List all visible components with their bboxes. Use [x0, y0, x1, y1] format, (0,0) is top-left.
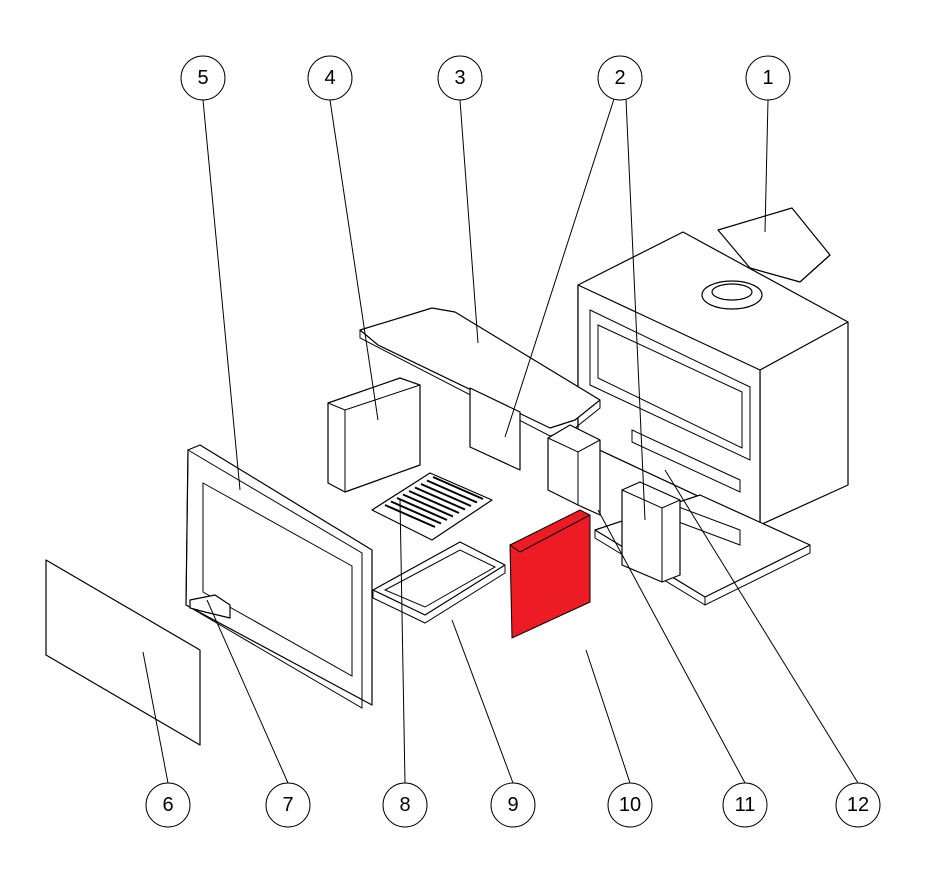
balloon-label: 3 — [454, 67, 465, 89]
grate-bar — [390, 500, 442, 525]
balloon-9: 9 — [490, 782, 536, 828]
balloon-7: 7 — [265, 782, 311, 828]
grate-bar — [396, 497, 448, 521]
balloon-11: 11 — [722, 782, 768, 828]
balloon-label: 2 — [614, 67, 625, 89]
balloon-label: 8 — [399, 794, 410, 816]
part-1-baffle — [717, 207, 831, 283]
balloon-5: 5 — [180, 55, 226, 101]
balloon-label: 4 — [324, 67, 335, 89]
balloon-label: 11 — [735, 794, 756, 816]
grate-bar — [408, 490, 460, 514]
balloon-label: 10 — [619, 794, 641, 816]
grate-bar — [426, 479, 478, 504]
balloon-8: 8 — [382, 782, 428, 828]
part-6-glass — [45, 559, 201, 746]
balloon-12: 12 — [835, 782, 881, 828]
balloon-label: 7 — [282, 794, 293, 816]
part-10-highlighted-brick — [509, 509, 591, 639]
balloon-6: 6 — [145, 782, 191, 828]
balloon-label: 9 — [507, 794, 518, 816]
grate-bar — [432, 476, 484, 500]
grate-bar — [384, 504, 436, 528]
part-11-side-brick — [547, 424, 601, 516]
part-9-ash-tray — [372, 541, 506, 624]
part-3-top-board — [359, 307, 601, 471]
balloon-4: 4 — [307, 55, 353, 101]
balloon-1: 1 — [745, 55, 791, 101]
part-4-side-brick — [327, 377, 421, 493]
balloon-label: 12 — [847, 794, 869, 816]
grate-bar — [402, 493, 454, 518]
balloon-10: 10 — [607, 782, 653, 828]
balloon-2: 2 — [597, 55, 643, 101]
grate-bar — [414, 486, 466, 511]
balloon-label: 1 — [762, 67, 773, 89]
balloon-label: 6 — [162, 794, 173, 816]
part-5-door-frame — [185, 444, 373, 709]
grate-bar — [420, 483, 472, 507]
balloon-label: 5 — [197, 67, 208, 89]
leader-lines — [142, 98, 859, 784]
balloon-3: 3 — [437, 55, 483, 101]
part-2-right-brick — [621, 481, 681, 583]
part-8-grate — [371, 472, 493, 541]
